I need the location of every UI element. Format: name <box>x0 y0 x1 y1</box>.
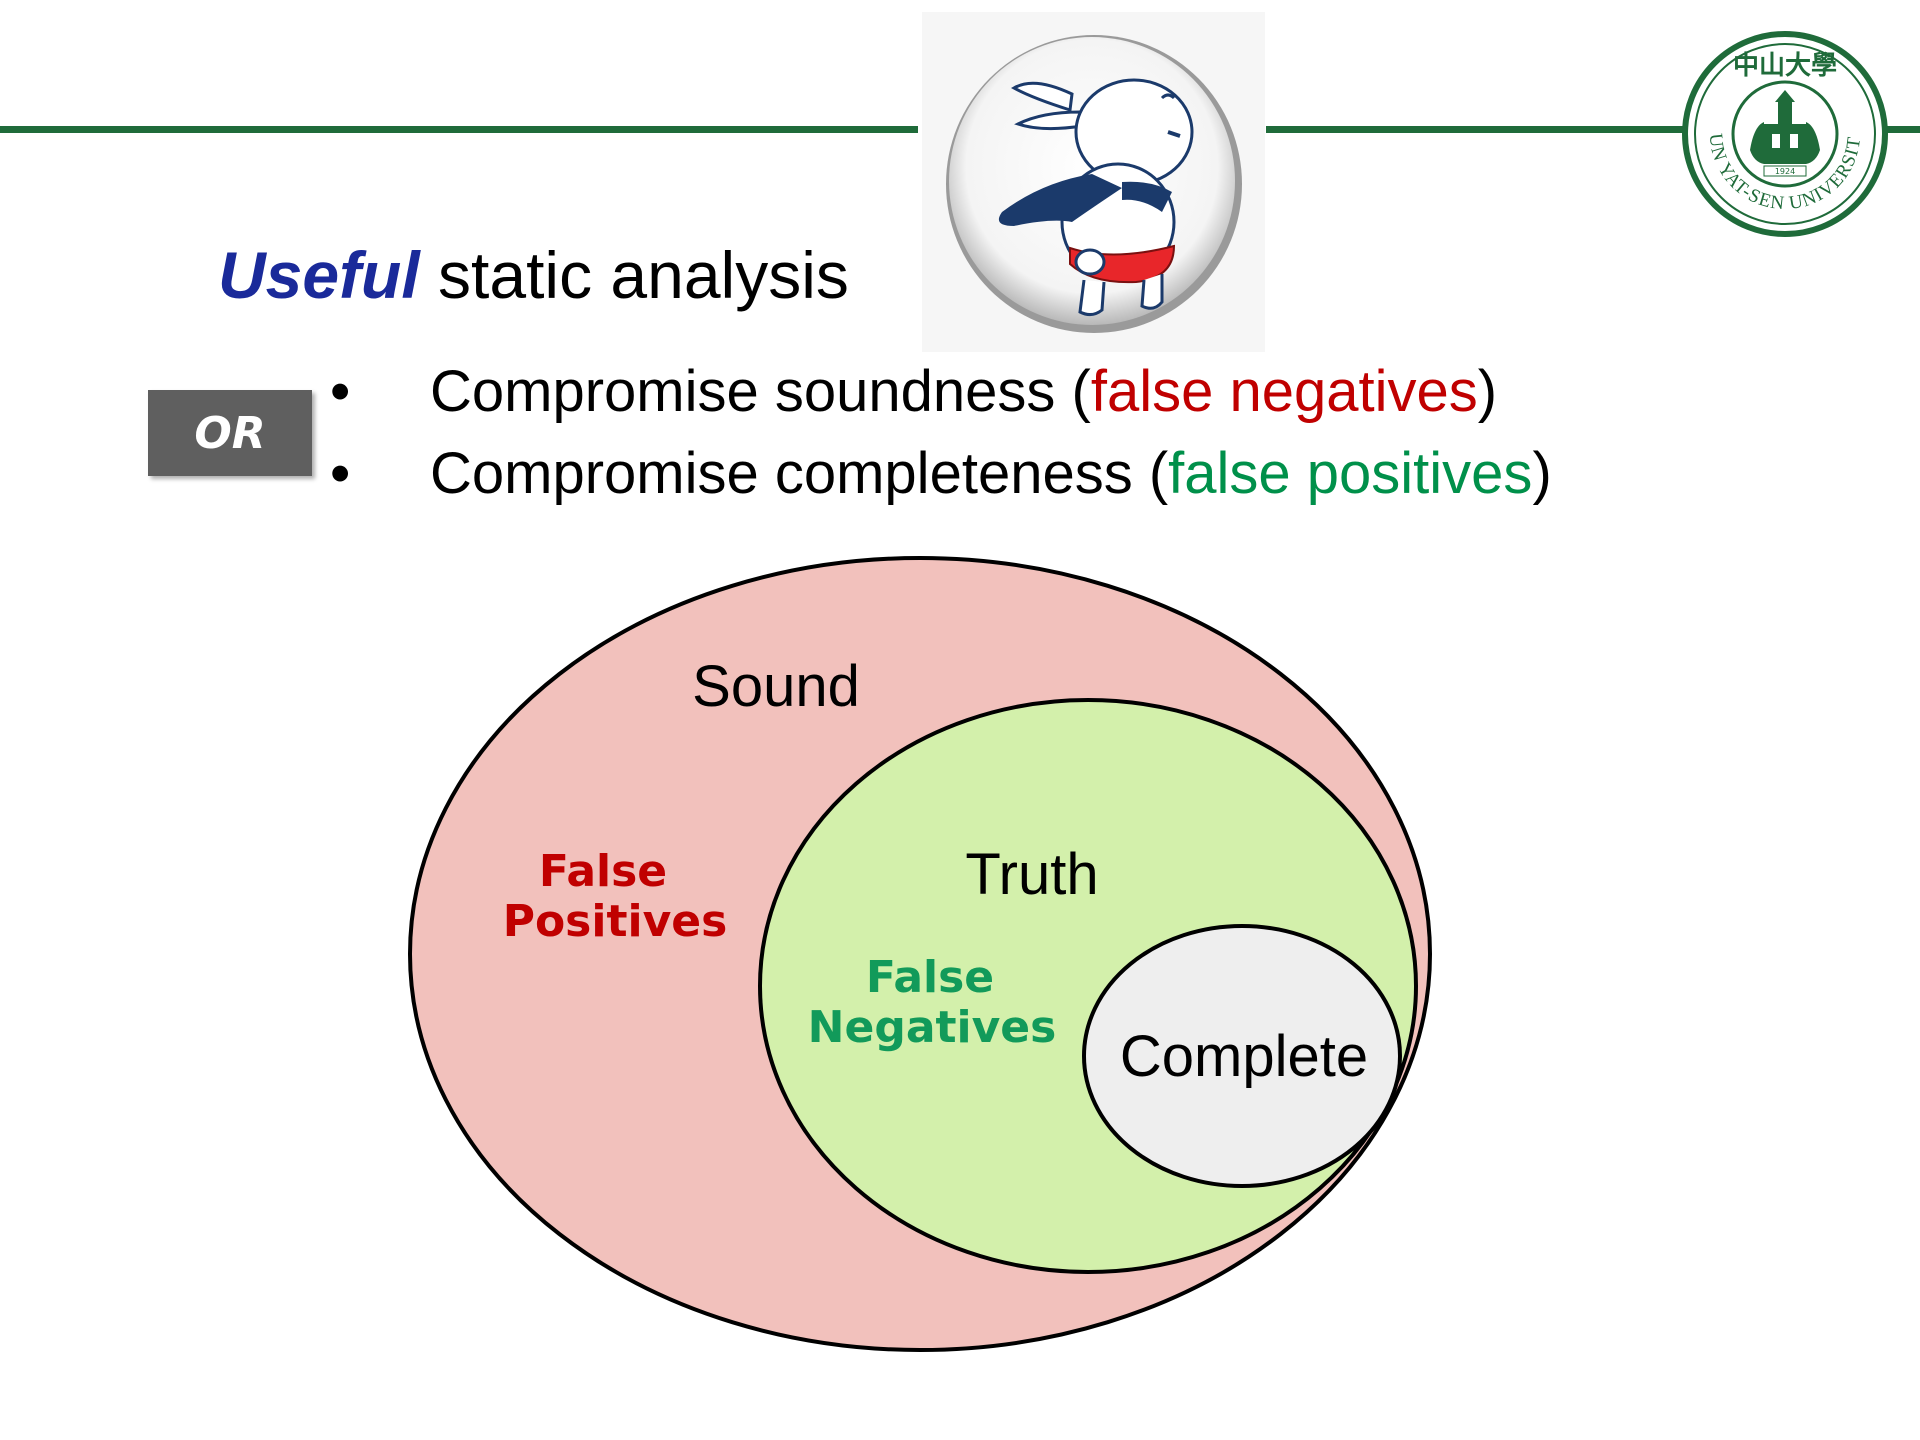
title-emphasis: Useful <box>218 238 420 312</box>
slide-title: Useful static analysis <box>218 237 849 313</box>
bullet-highlight-false-positives: false positives <box>1168 441 1533 506</box>
sound-label: Sound <box>692 654 860 719</box>
or-badge: OR <box>148 390 312 476</box>
false-negatives-label-line1: False <box>866 952 994 1003</box>
complete-ellipse <box>1082 924 1402 1188</box>
title-rest: static analysis <box>419 238 849 312</box>
false-negatives-label-line2: Negatives <box>808 1002 1057 1053</box>
bullet-marker: • <box>330 441 351 506</box>
false-positives-label-line2: Positives <box>503 896 728 947</box>
bullet-prefix: Compromise completeness ( <box>430 441 1169 506</box>
logo-chinese: 中山大學 <box>1733 51 1837 81</box>
mascot-image <box>922 12 1265 352</box>
bullet-suffix: ) <box>1477 359 1498 424</box>
truth-label: Truth <box>965 842 1098 907</box>
false-positives-label-line1: False <box>539 846 667 897</box>
bullet-prefix: Compromise soundness ( <box>430 359 1091 424</box>
university-logo: SUN YAT-SEN UNIVERSITY 中山大學 1924 <box>1680 30 1890 238</box>
bullet-highlight-false-negatives: false negatives <box>1090 359 1478 424</box>
bullet-suffix: ) <box>1532 441 1552 506</box>
logo-year: 1924 <box>1775 167 1795 176</box>
header-rule-right <box>1266 126 1920 133</box>
header-rule-left <box>0 126 918 133</box>
bullet-marker: • <box>330 359 351 424</box>
complete-label: Complete <box>1120 1024 1368 1089</box>
